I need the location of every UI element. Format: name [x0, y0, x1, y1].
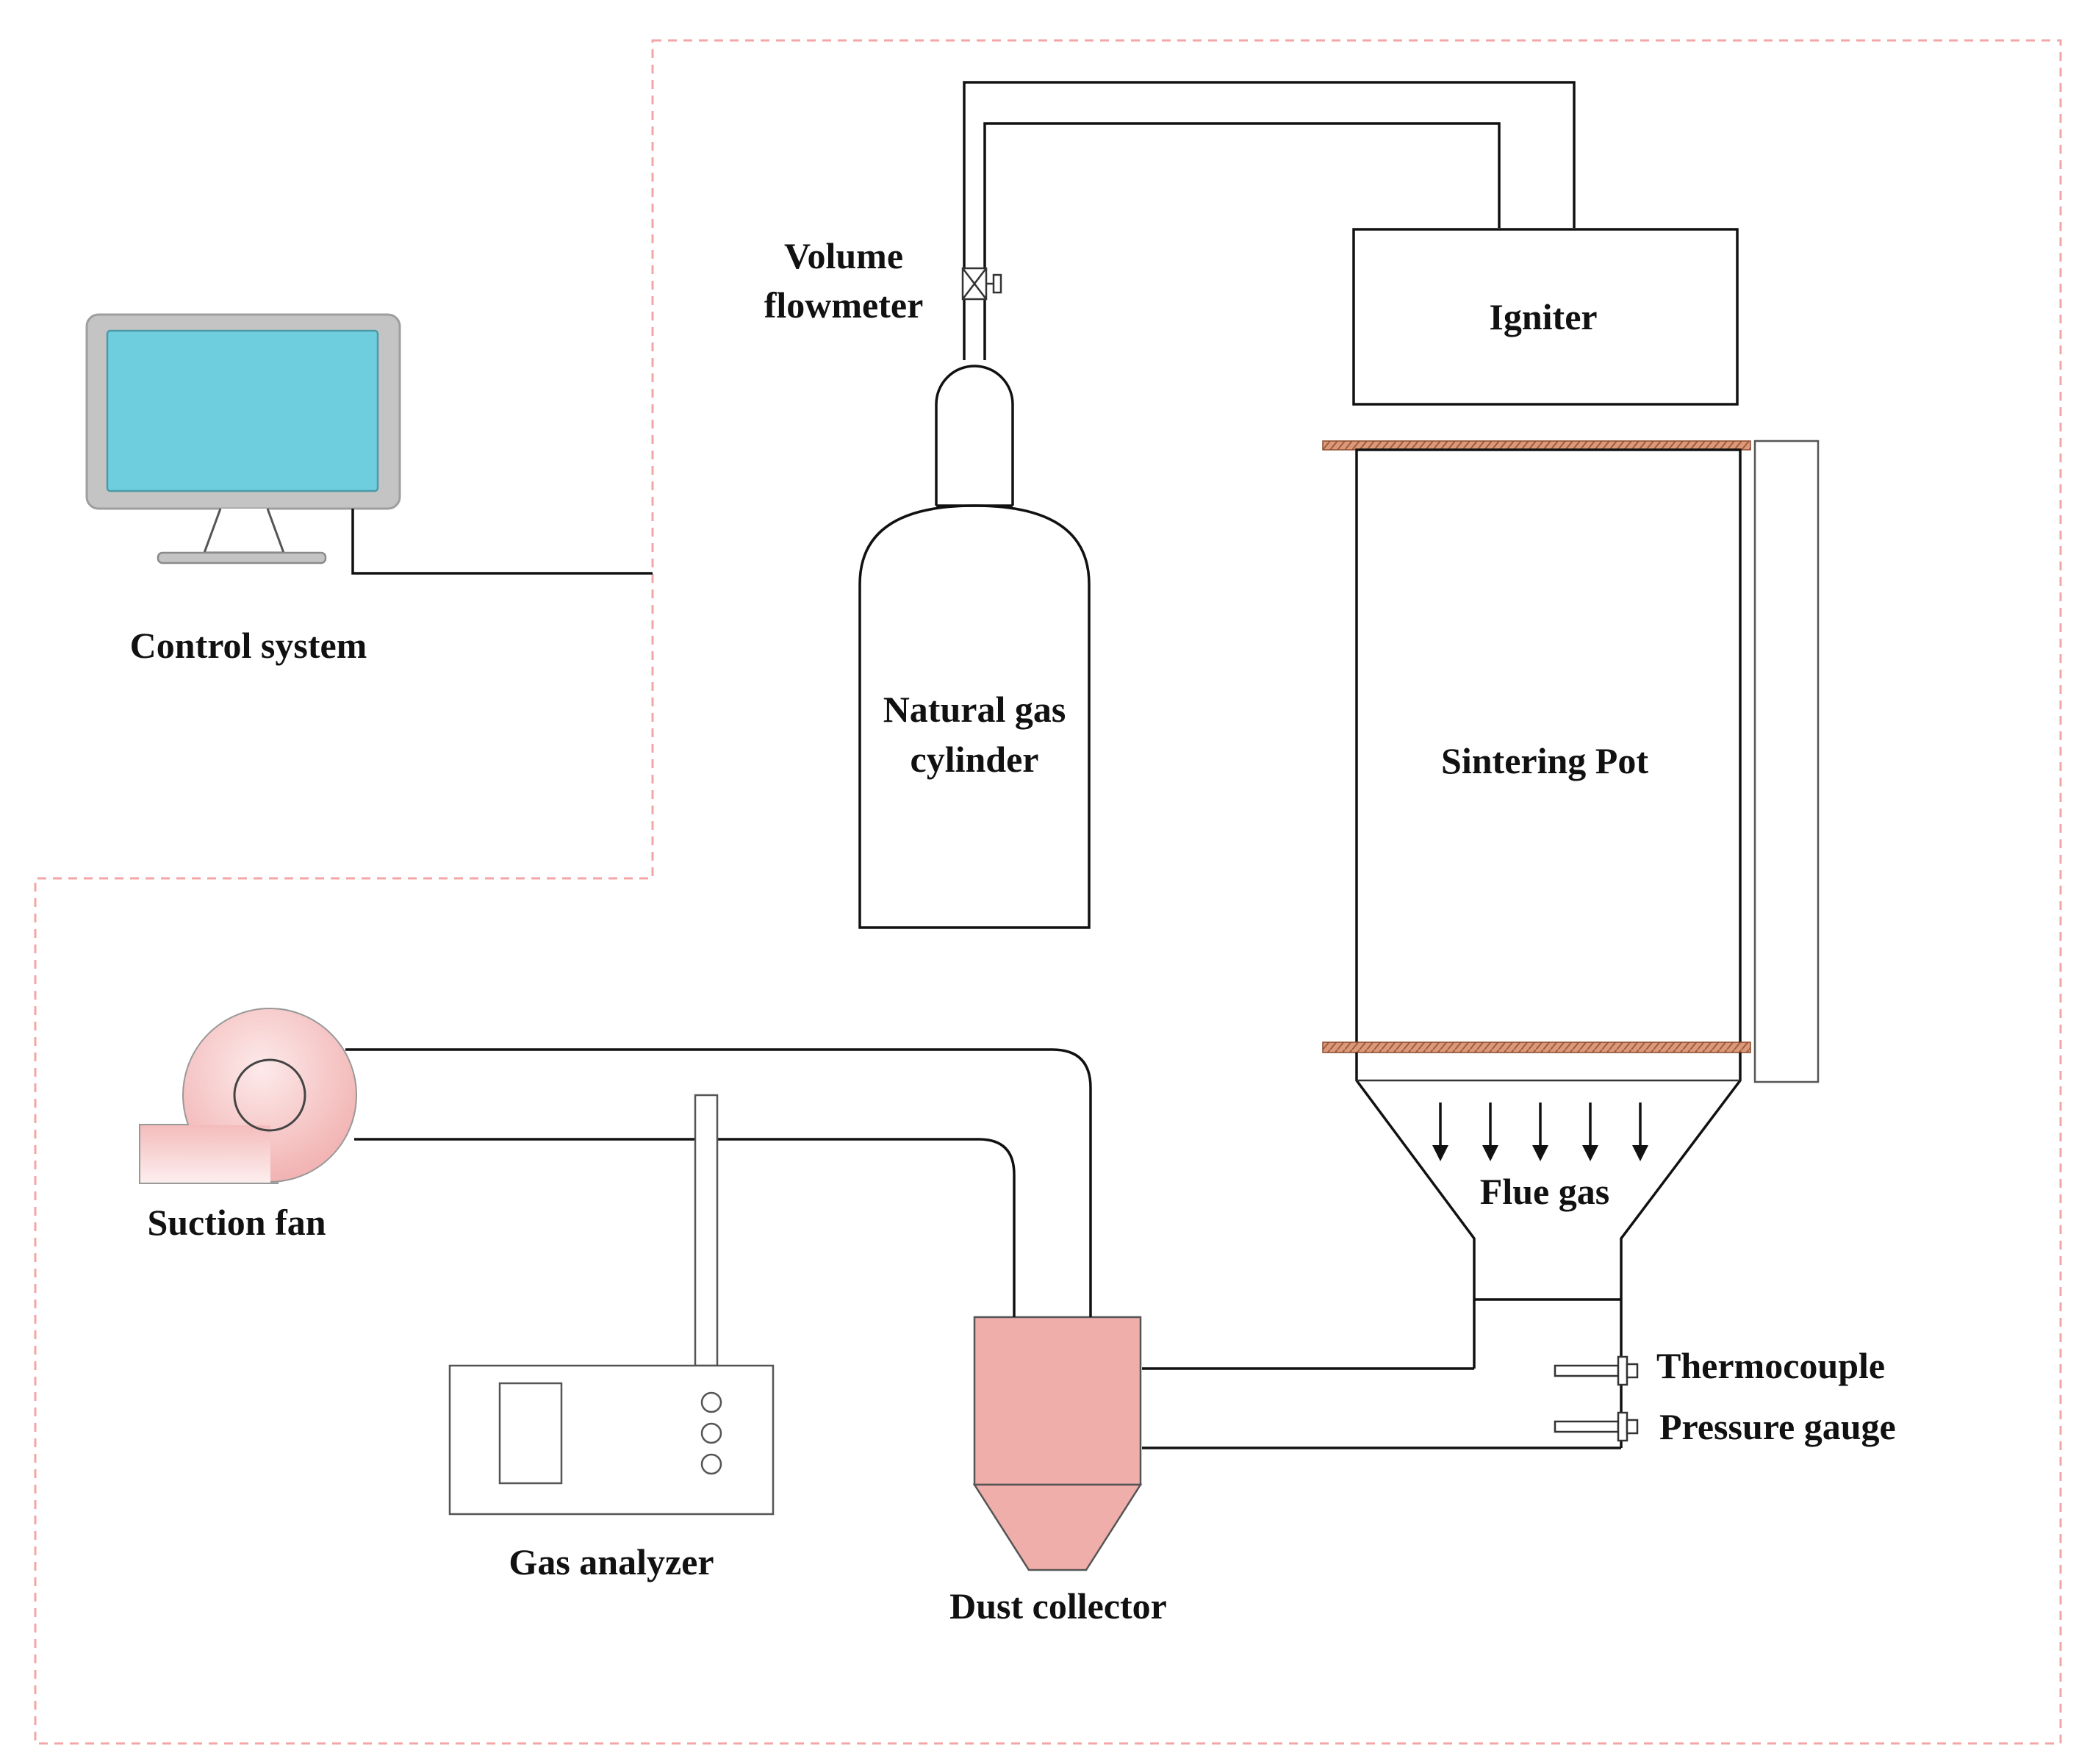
valve-icon	[961, 267, 1002, 301]
dust-collector-hopper	[972, 1483, 1143, 1571]
suction-fan-icon	[139, 1008, 357, 1184]
down-arrow-icon	[1482, 1102, 1498, 1161]
gas-sampling-probe	[694, 1094, 719, 1367]
down-arrow-icon	[1432, 1102, 1448, 1161]
fan-suction-duct	[345, 1048, 1092, 1317]
down-arrow-icon	[1632, 1102, 1648, 1161]
flue-gas-arrows	[1432, 1102, 1648, 1161]
igniter-label: Igniter	[1489, 296, 1597, 337]
flue-gas-label: Flue gas	[1480, 1171, 1609, 1212]
system-boundary	[34, 39, 2062, 1745]
pressure-gauge-label: Pressure gauge	[1659, 1406, 1896, 1447]
igniter-box	[1352, 228, 1739, 406]
windbox-hopper	[1355, 1053, 1742, 1448]
analyzer-display-icon	[498, 1382, 563, 1485]
gas-analyzer-box	[448, 1364, 775, 1516]
down-arrow-icon	[1582, 1102, 1598, 1161]
pot-side-panel	[1753, 440, 1820, 1083]
analyzer-knob-icon	[700, 1453, 722, 1475]
computer-monitor-icon	[85, 313, 401, 564]
thermocouple-label: Thermocouple	[1656, 1345, 1885, 1386]
top-grate-bar	[1322, 440, 1751, 451]
natural-gas-cylinder	[858, 365, 1091, 929]
sintering-pot-label: Sintering Pot	[1441, 740, 1648, 781]
suction-fan-label: Suction fan	[147, 1202, 326, 1243]
dust-collector-body	[973, 1316, 1142, 1486]
thermocouple-probe	[1554, 1355, 1639, 1386]
gas-analyzer-label: Gas analyzer	[509, 1541, 714, 1582]
gas-supply-pipe	[963, 81, 1576, 360]
flue-duct	[1142, 1367, 1621, 1449]
volume-flowmeter-label-line2: flowmeter	[764, 284, 924, 326]
natural-gas-label: Natural gas	[883, 689, 1066, 730]
pressure-gauge-probe	[1554, 1411, 1639, 1442]
control-system-label: Control system	[130, 625, 367, 666]
dust-collector-label: Dust collector	[949, 1585, 1167, 1627]
cylinder-label: cylinder	[911, 739, 1039, 780]
analyzer-knob-icon	[700, 1422, 722, 1444]
analyzer-knob-icon	[700, 1391, 722, 1413]
volume-flowmeter-label-line1: Volume	[784, 235, 903, 276]
control-signal-line	[351, 509, 653, 575]
bottom-grate-bar	[1322, 1041, 1751, 1053]
down-arrow-icon	[1532, 1102, 1548, 1161]
